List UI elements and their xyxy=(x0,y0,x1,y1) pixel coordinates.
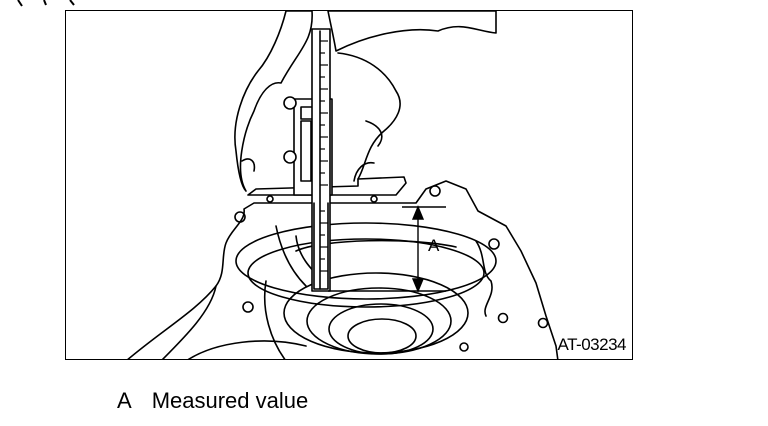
cropped-header-fragment xyxy=(17,0,75,7)
legend-letter: A xyxy=(117,388,132,413)
figure-legend: A Measured value xyxy=(117,388,308,414)
bolt-hole xyxy=(234,211,246,223)
bolt-hole xyxy=(537,317,549,329)
legend-description: Measured value xyxy=(151,388,309,413)
hand-right xyxy=(327,11,497,52)
figure-id-label: AT-03234 xyxy=(557,335,627,354)
bolt-hole xyxy=(497,312,509,324)
illustration-frame: A AT-03234 xyxy=(65,10,633,360)
bolt-hole xyxy=(459,342,469,352)
dimension-letter-a: A xyxy=(428,236,440,255)
depth-gauge-measurement-illustration xyxy=(127,11,559,359)
ruler-ticks xyxy=(320,40,328,272)
depth-gauge-rule xyxy=(311,28,331,292)
straight-edge xyxy=(247,176,407,196)
hand-left xyxy=(234,11,313,192)
bolt-hole xyxy=(429,185,441,197)
case-outline xyxy=(127,180,559,359)
dimension-a-arrow xyxy=(328,205,446,293)
bolt-hole xyxy=(242,301,254,313)
bolt-hole xyxy=(488,238,500,250)
